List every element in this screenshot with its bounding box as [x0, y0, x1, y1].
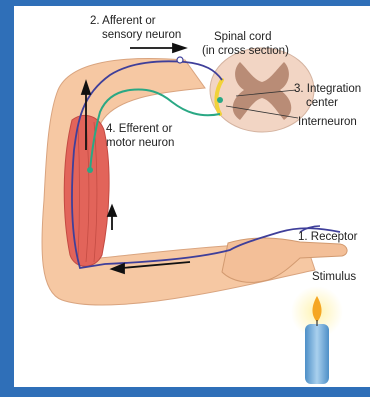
candle-body — [305, 324, 329, 384]
label-spinal-cord-line2: (in cross section) — [202, 45, 289, 57]
label-efferent-line2: motor neuron — [106, 137, 174, 149]
interneuron-cell-body — [217, 97, 223, 103]
label-interneuron: Interneuron — [298, 116, 357, 128]
label-integration-line2: center — [306, 97, 338, 109]
motor-neuron-terminal — [87, 167, 93, 173]
label-stimulus: Stimulus — [312, 271, 356, 283]
label-integration-line1: 3. Integration — [294, 83, 361, 95]
label-afferent-line1: 2. Afferent or — [90, 15, 156, 27]
label-spinal-cord-line1: Spinal cord — [214, 31, 272, 43]
label-efferent-line1: 4. Efferent or — [106, 123, 172, 135]
sensory-cell-body — [177, 57, 183, 63]
label-receptor: 1. Receptor — [298, 231, 358, 243]
label-afferent-line2: sensory neuron — [102, 29, 181, 41]
candle — [291, 286, 343, 384]
